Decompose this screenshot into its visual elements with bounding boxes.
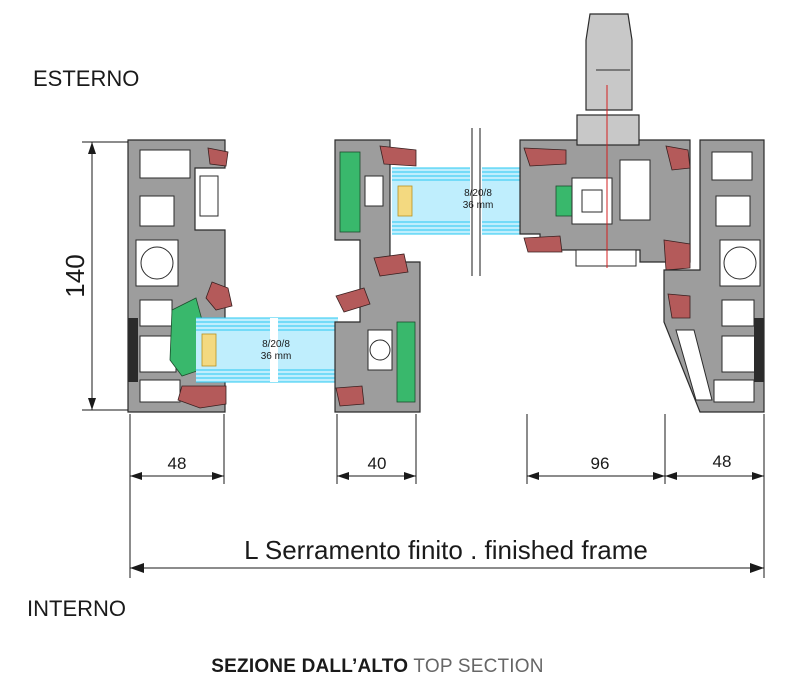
finished-frame-dimension: L Serramento finito . finished frame: [130, 535, 764, 573]
sash-center-value: 40: [368, 454, 387, 473]
right-sash-value: 96: [591, 454, 610, 473]
right-frame-profile: [663, 139, 765, 413]
central-sash-profile: [334, 139, 421, 413]
section-caption: SEZIONE DALL’ALTO TOP SECTION: [0, 656, 755, 678]
left-gaskets: [169, 147, 233, 409]
left-glazing-unit: 8/20/8 36 mm: [196, 317, 355, 383]
dimension-right-sash: 96: [526, 414, 666, 484]
handle: [576, 13, 640, 146]
label-interior: INTERNO: [27, 596, 126, 621]
height-dimension: 140: [60, 141, 128, 411]
right-glass-thickness: 36 mm: [463, 200, 494, 211]
dimension-sash-center: 40: [336, 414, 417, 484]
right-glass-spec: 8/20/8: [464, 188, 492, 199]
left-glass-spec: 8/20/8: [262, 339, 290, 350]
right-frame-value: 48: [713, 452, 732, 471]
finished-frame-label: L Serramento finito . finished frame: [244, 535, 648, 565]
dimension-left-frame: 48: [129, 414, 225, 578]
left-glass-thickness: 36 mm: [261, 351, 292, 362]
height-value: 140: [60, 254, 90, 297]
caption-light: TOP SECTION: [413, 656, 544, 677]
label-exterior: ESTERNO: [33, 66, 139, 91]
dimension-right-frame: 48: [665, 414, 765, 578]
left-frame-value: 48: [168, 454, 187, 473]
right-sash-profile: [519, 139, 691, 271]
caption-bold: SEZIONE DALL’ALTO: [211, 656, 409, 677]
